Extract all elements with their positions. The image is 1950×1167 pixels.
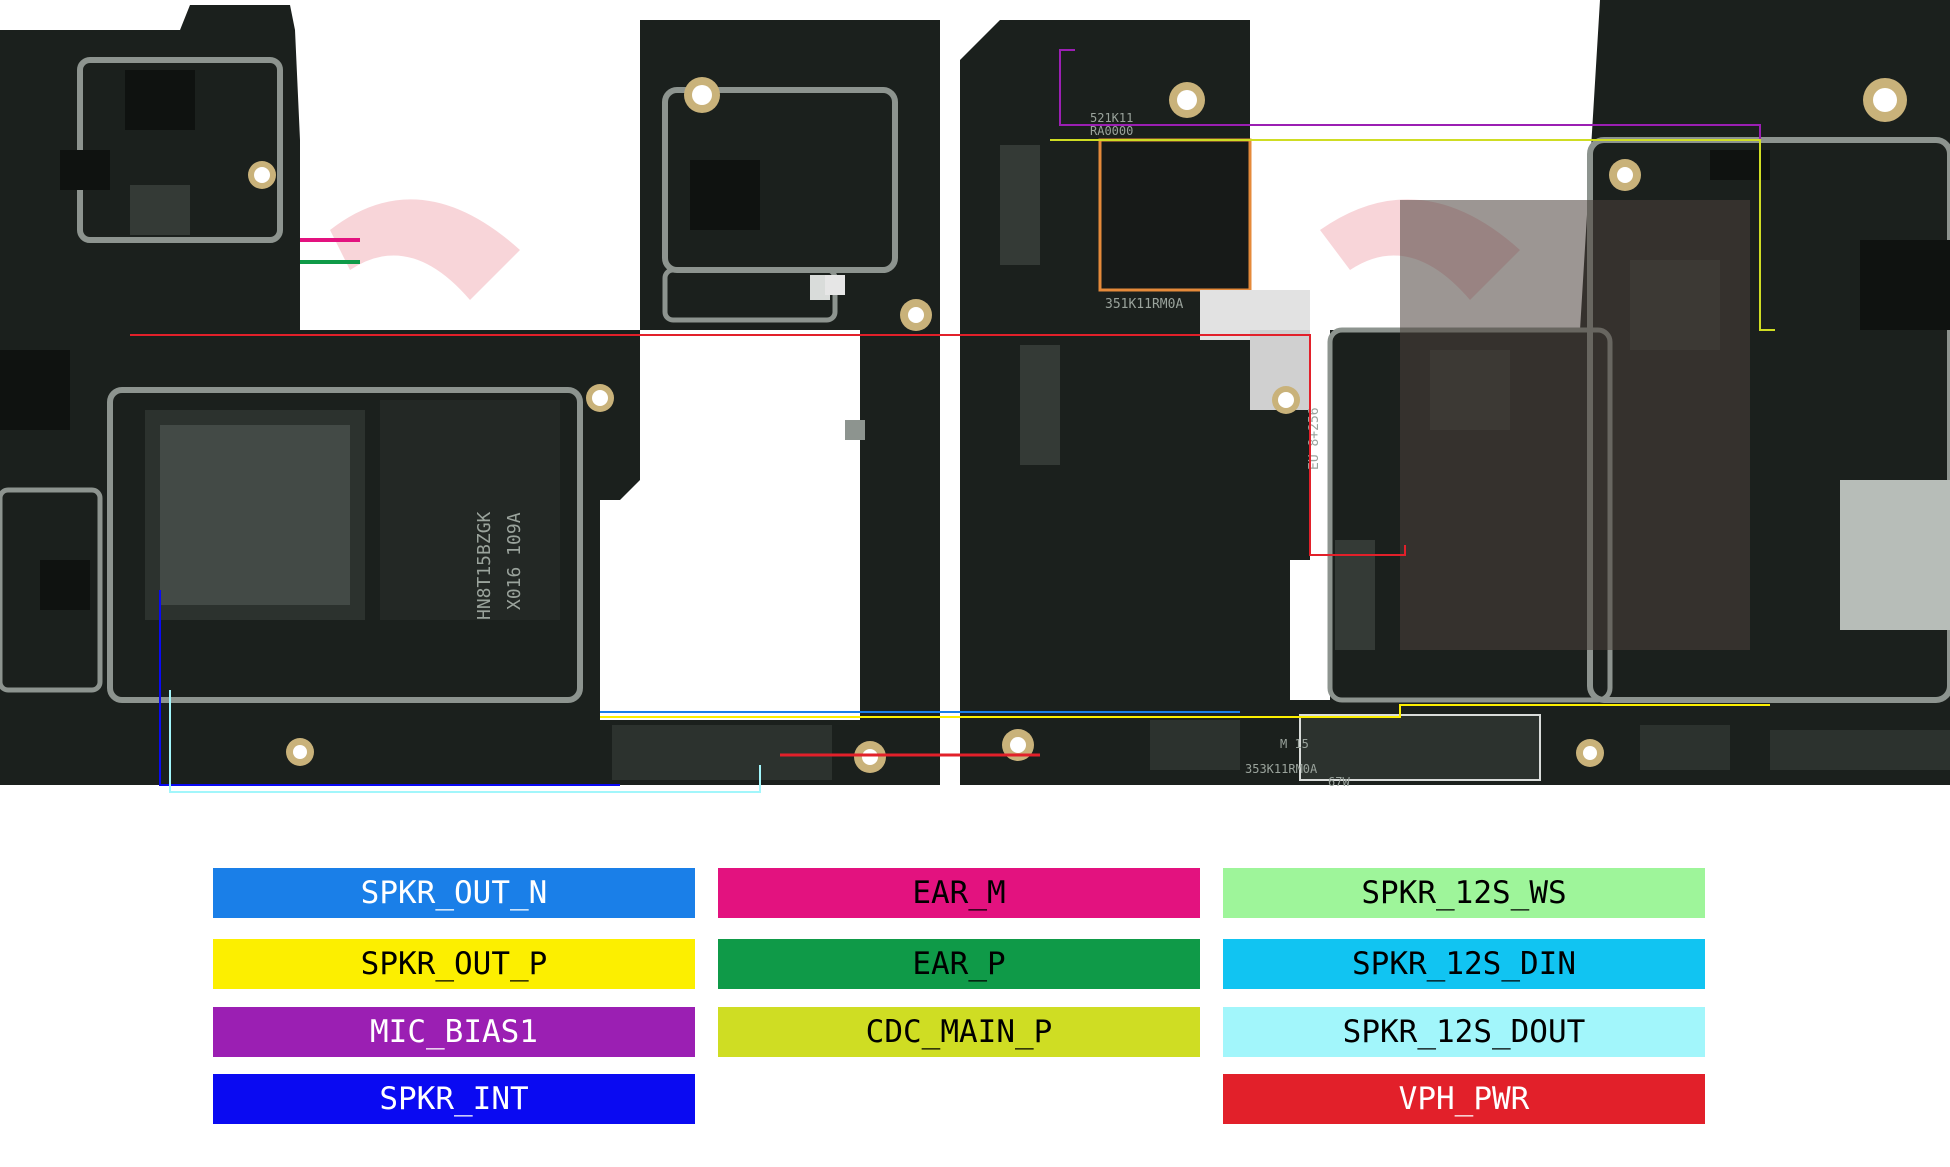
right-board: 521K11 RA0000 351K11RM0A 353K11RM0A M 15… <box>960 0 1950 789</box>
trace-vph-pwr <box>130 334 1406 556</box>
legend-cdc-main-p: CDC_MAIN_P <box>718 1007 1200 1057</box>
legend-label: VPH_PWR <box>1398 1081 1530 1117</box>
legend-label: EAR_P <box>912 946 1006 982</box>
mid-label: 351K11RM0A <box>1105 297 1183 312</box>
top-label-2: RA0000 <box>1090 124 1133 138</box>
legend-mic-bias1: MIC_BIAS1 <box>213 1007 695 1057</box>
legend-vph-pwr: VPH_PWR <box>1223 1074 1705 1124</box>
legend-spkr-out-n: SPKR_OUT_N <box>213 868 695 918</box>
top-label-1: 521K11 <box>1090 111 1133 125</box>
bottom-label: 353K11RM0A <box>1245 762 1318 776</box>
bottom-small-label: M 15 <box>1280 737 1309 751</box>
legend-label: MIC_BIAS1 <box>370 1014 538 1050</box>
legend-spkr-12s-ws: SPKR_12S_WS <box>1223 868 1705 918</box>
legend-label: SPKR_INT <box>379 1081 529 1117</box>
bottom-67w-label: 67W <box>1328 775 1350 789</box>
trace-cdc-main <box>1050 139 1775 331</box>
legend-label: SPKR_OUT_P <box>360 946 548 982</box>
legend-label: SPKR_12S_WS <box>1361 875 1567 911</box>
legend-spkr-12s-dout: SPKR_12S_DOUT <box>1223 1007 1705 1057</box>
left-chip-text-1: HN8T15BZGK <box>474 511 495 620</box>
trace-spkr-out-p <box>600 704 1770 718</box>
trace-spkr-12s-dout <box>169 690 761 793</box>
board-diagram: HN8T15BZGK X016 109A <box>0 0 1950 793</box>
trace-spkr-int <box>159 590 620 786</box>
legend-spkr-out-p: SPKR_OUT_P <box>213 939 695 989</box>
legend-label: SPKR_12S_DIN <box>1352 946 1576 982</box>
legend-label: SPKR_12S_DOUT <box>1342 1014 1586 1050</box>
signal-traces <box>130 49 1775 793</box>
left-chip-text-2: X016 109A <box>504 512 525 610</box>
legend-label: EAR_M <box>912 875 1006 911</box>
legend-label: CDC_MAIN_P <box>865 1014 1053 1050</box>
trace-mic-bias <box>1059 49 1761 140</box>
legend-spkr-12s-din: SPKR_12S_DIN <box>1223 939 1705 989</box>
left-board: HN8T15BZGK X016 109A <box>0 5 940 785</box>
legend-ear-p: EAR_P <box>718 939 1200 989</box>
legend-label: SPKR_OUT_N <box>360 875 548 911</box>
legend-ear-m: EAR_M <box>718 868 1200 918</box>
legend-spkr-int: SPKR_INT <box>213 1074 695 1124</box>
